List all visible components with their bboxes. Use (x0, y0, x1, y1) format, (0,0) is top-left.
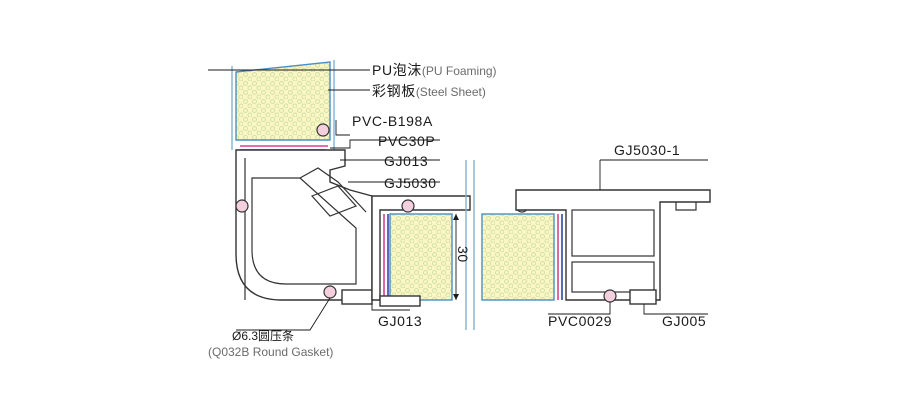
pvc0029-gasket (603, 289, 617, 303)
top-panel (231, 60, 335, 151)
labels: PU泡沫(PU Foaming) 彩钢板(Steel Sheet) PVC-B1… (208, 62, 706, 359)
gj5030-1-outer (515, 189, 711, 301)
right-foam-core (481, 213, 555, 301)
leader-gj005 (643, 304, 708, 315)
label-gj013-top: GJ013 (384, 153, 428, 169)
leader-pvc30p (330, 139, 440, 149)
label-gj5030-1: GJ5030-1 (614, 142, 680, 158)
middle-bottom-clip (379, 295, 421, 307)
middle-foam-core (389, 213, 453, 301)
main-frame-profile (235, 149, 373, 305)
label-gj013-bottom: GJ013 (378, 313, 422, 329)
leader-gj013-bottom (371, 304, 410, 311)
dimension-arrow-top (453, 214, 459, 220)
dimension-30 (453, 214, 459, 300)
top-foam-core (235, 61, 331, 141)
label-pvc30p: PVC30P (378, 133, 435, 149)
frame-inner-chamber (251, 177, 357, 285)
middle-frame (371, 195, 471, 301)
dimension-arrow-bottom (453, 294, 459, 300)
frame-diagonal (299, 167, 367, 213)
pvc-b198a-gasket (316, 123, 330, 137)
gj5030-1-hook (675, 202, 697, 211)
glass-lines (465, 160, 475, 330)
gj5030-1-chamber-top (571, 209, 655, 257)
label-pvc-b198a: PVC-B198A (352, 113, 433, 129)
leader-round-gasket (236, 297, 331, 331)
frame-side-gasket (235, 199, 249, 213)
label-round-gasket-cn: Ø6.3圆压条 (232, 329, 294, 343)
leader-pvc0029 (548, 302, 611, 315)
frame-outer (235, 149, 373, 301)
leader-pvc-b198a (335, 120, 350, 136)
label-pu-foaming-cn: PU泡沫(PU Foaming) (372, 62, 497, 78)
middle-panel (371, 195, 471, 307)
middle-top-gasket (401, 199, 415, 213)
label-gj5030: GJ5030 (384, 175, 437, 191)
round-gasket (323, 285, 337, 299)
gj005-clip (629, 289, 657, 305)
label-pvc0029: PVC0029 (548, 313, 612, 329)
label-round-gasket-en: (Q032B Round Gasket) (208, 345, 333, 359)
frame-foot (341, 289, 373, 305)
label-steel-sheet: 彩钢板(Steel Sheet) (372, 83, 486, 99)
frame-diagonal-slot (310, 185, 358, 217)
leader-lines (208, 69, 708, 331)
label-dimension-30: 30 (455, 246, 471, 263)
label-gj005: GJ005 (662, 313, 706, 329)
right-profile (481, 189, 711, 305)
